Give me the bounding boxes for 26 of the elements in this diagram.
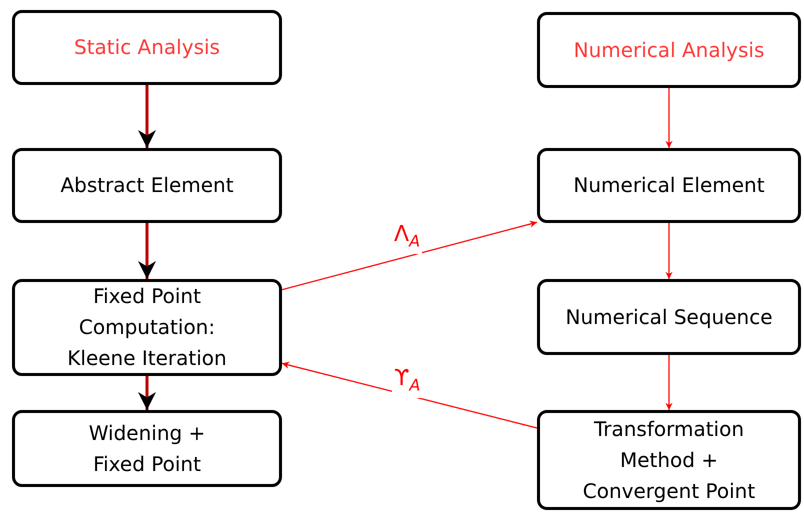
edge-label: ϒ$_{A}$ [392, 366, 422, 398]
arrow [282, 362, 538, 429]
arrow [665, 88, 673, 148]
arrow [138, 376, 156, 410]
box-text: Abstract Element [59, 172, 235, 199]
arrow [665, 223, 673, 279]
box-text: Numerical Sequence [564, 304, 774, 330]
process-box [12, 148, 282, 223]
process-box [537, 12, 801, 88]
process-box [537, 279, 801, 355]
box-heading: Numerical Analysis [572, 36, 766, 64]
arrow [665, 355, 673, 410]
process-box [12, 410, 282, 487]
box-text: Fixed Point Computation: Kleene Iteration [66, 283, 228, 372]
edge-label: Λ$_{A}$ [392, 222, 422, 254]
arrow [282, 220, 538, 290]
process-box [537, 410, 801, 510]
arrow [138, 223, 156, 279]
process-box [537, 148, 801, 223]
arrow [138, 85, 156, 148]
process-box [12, 279, 282, 376]
box-text: Widening + Fixed Point [88, 420, 206, 478]
process-box [12, 10, 282, 85]
box-text: Transformation Method + Convergent Point [582, 416, 756, 504]
box-text: Numerical Element [572, 172, 766, 199]
box-heading: Static Analysis [73, 34, 221, 61]
